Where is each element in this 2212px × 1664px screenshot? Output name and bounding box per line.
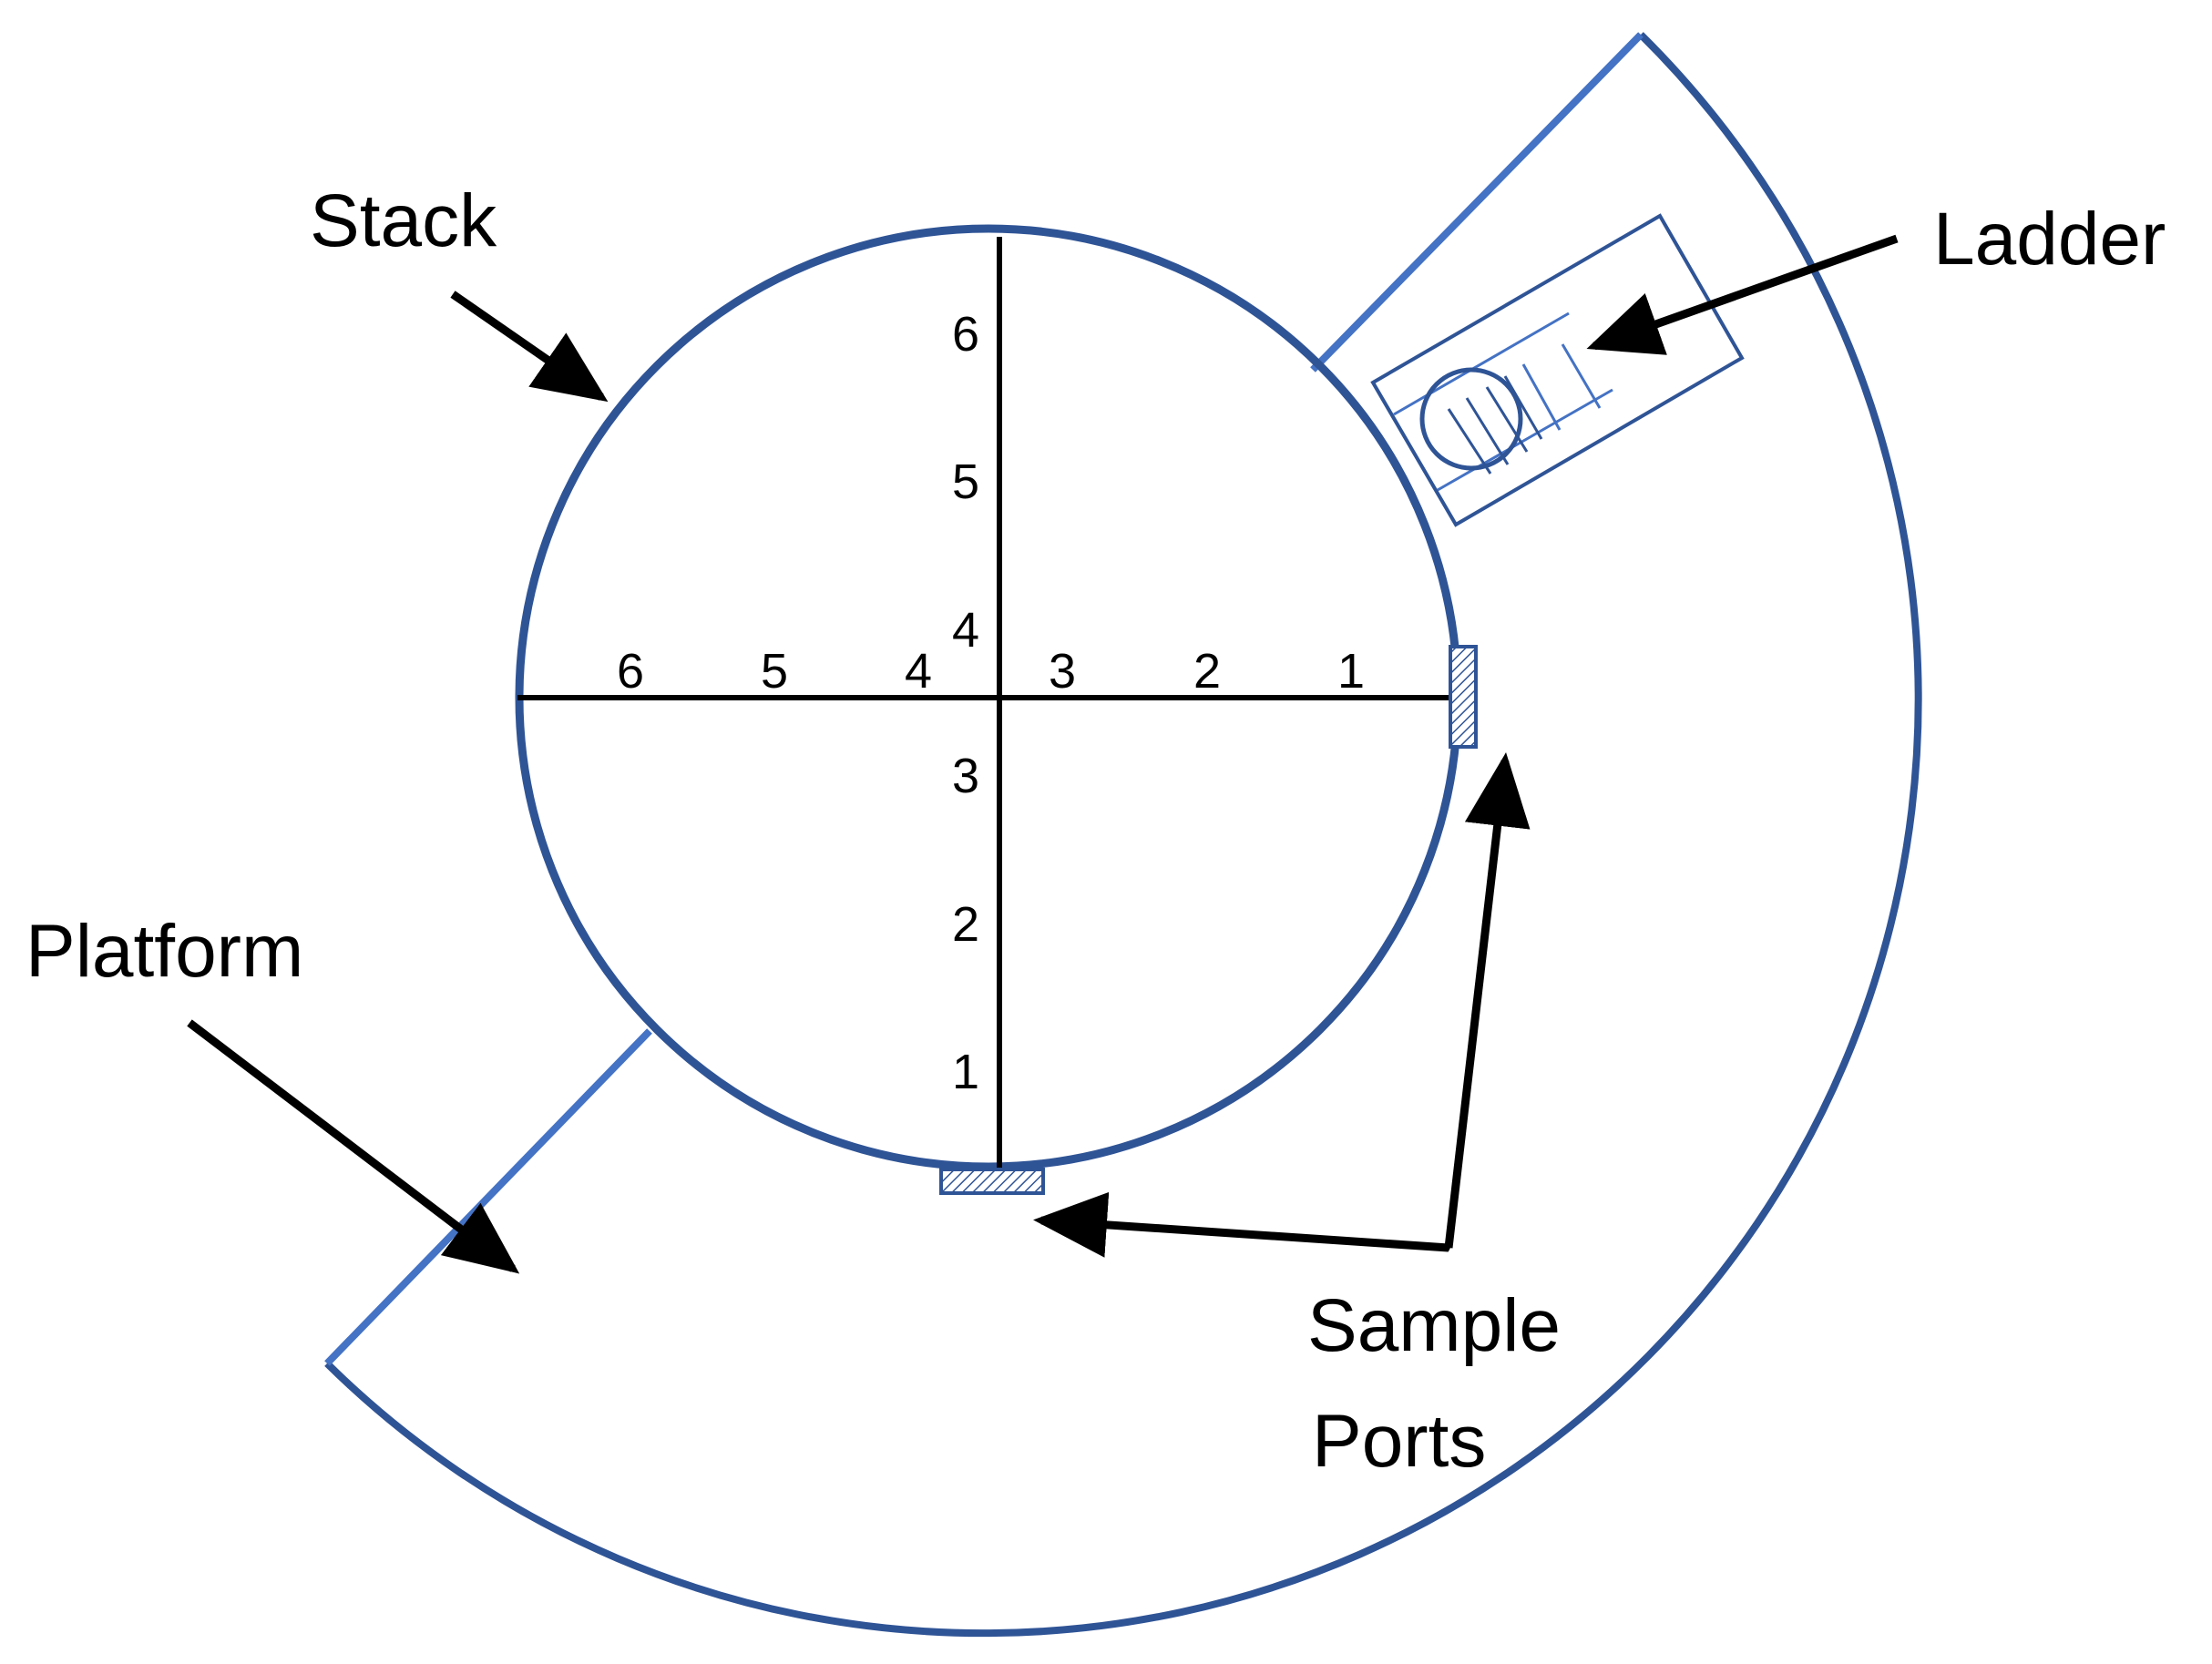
sample-ports-label-line1: Sample bbox=[1307, 1284, 1561, 1367]
v-point-label: 3 bbox=[952, 749, 979, 803]
stack-label: Stack bbox=[310, 179, 497, 262]
v-point-label: 6 bbox=[952, 307, 979, 362]
h-point-label: 2 bbox=[1193, 644, 1221, 699]
v-point-label: 5 bbox=[952, 454, 979, 509]
ladder-arrow bbox=[1586, 234, 1899, 355]
h-point-label: 3 bbox=[1049, 644, 1076, 699]
ladder-label: Ladder bbox=[1933, 198, 2166, 281]
stack-arrow bbox=[450, 291, 609, 403]
v-point-label: 4 bbox=[952, 603, 979, 658]
v-point-label: 1 bbox=[952, 1045, 979, 1099]
h-point-label: 6 bbox=[617, 644, 644, 699]
h-point-label: 4 bbox=[905, 644, 932, 699]
h-point-label: 1 bbox=[1337, 644, 1365, 699]
platform-edge-lower bbox=[324, 1028, 652, 1366]
sample-ports-arrow-side bbox=[1444, 752, 1531, 1249]
horizontal-traverse-labels: 6 5 4 3 2 1 bbox=[617, 644, 1365, 699]
sample-ports-label-line2: Ports bbox=[1312, 1400, 1486, 1483]
vertical-traverse-labels: 6 5 4 3 2 1 bbox=[952, 307, 979, 1099]
platform-outer-arc bbox=[324, 32, 1922, 1638]
sample-port-bottom bbox=[939, 1168, 1045, 1195]
platform-label: Platform bbox=[26, 910, 303, 993]
sample-port-side bbox=[1449, 645, 1478, 749]
sample-ports-arrow-bottom bbox=[1033, 1191, 1449, 1258]
platform-arrow bbox=[187, 1019, 520, 1274]
platform-edge-upper bbox=[1310, 32, 1644, 373]
h-point-label: 5 bbox=[761, 644, 788, 699]
ladder-icon bbox=[1370, 213, 1745, 527]
v-point-label: 2 bbox=[952, 897, 979, 952]
